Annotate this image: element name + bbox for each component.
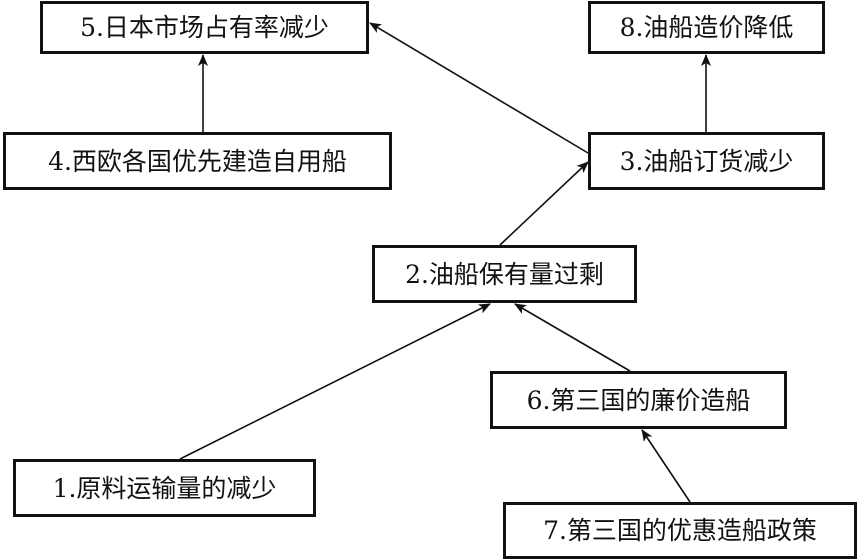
node-label: 1.原料运输量的减少 [52, 473, 277, 503]
node-label: 5.日本市场占有率减少 [80, 13, 329, 42]
node-raw-material-transport-decrease: 1.原料运输量的减少 [13, 459, 316, 517]
node-label: 6.第三国的廉价造船 [526, 385, 751, 415]
node-tanker-fleet-surplus: 2.油船保有量过剩 [372, 245, 637, 303]
arrow-7-to-6 [641, 429, 691, 503]
node-label: 3.油船订货减少 [619, 146, 794, 176]
arrow-3-to-5 [369, 22, 589, 154]
node-third-country-preferential-policy: 7.第三国的优惠造船政策 [503, 502, 857, 559]
node-label: 4.西欧各国优先建造自用船 [48, 146, 347, 176]
node-japan-market-share-decrease: 5.日本市场占有率减少 [40, 1, 369, 54]
node-label: 8.油船造价降低 [619, 13, 794, 42]
arrow-2-to-3 [499, 161, 589, 246]
node-third-country-cheap-shipbuilding: 6.第三国的廉价造船 [490, 371, 787, 429]
node-western-europe-priority-build: 4.西欧各国优先建造自用船 [3, 132, 392, 190]
node-label: 7.第三国的优惠造船政策 [543, 516, 817, 545]
node-label: 2.油船保有量过剩 [405, 259, 604, 289]
arrow-6-to-2 [514, 303, 631, 372]
node-tanker-cost-decrease: 8.油船造价降低 [588, 1, 825, 54]
node-tanker-orders-decrease: 3.油船订货减少 [588, 132, 825, 190]
arrow-1-to-2 [179, 303, 491, 460]
